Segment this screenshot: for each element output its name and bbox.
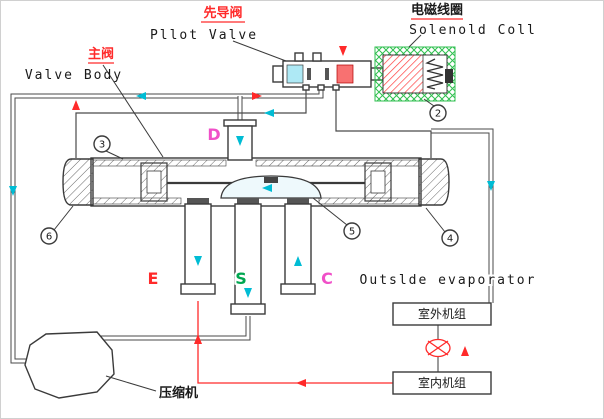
heat-arrow-up-e-riser <box>194 334 202 344</box>
flow-arrows-cool <box>9 92 495 298</box>
callout-4 <box>441 229 459 247</box>
slide-link <box>264 177 278 183</box>
pipe-suction <box>99 316 251 341</box>
coil-winding <box>382 54 424 94</box>
pilot-valve <box>272 52 384 91</box>
solenoid-coil <box>374 46 456 102</box>
cool-arrow-down-port-s <box>244 288 252 298</box>
indoor-unit-box: 室内机组 <box>392 371 492 395</box>
solenoid-label-en: Solenold Coll <box>409 23 537 38</box>
pilot-plunger <box>336 64 354 84</box>
port-c-label: C <box>321 269 333 288</box>
refrigerant-lines <box>197 301 439 384</box>
left-end-cap <box>62 158 94 206</box>
cool-arrow-down-left-riser <box>9 186 17 196</box>
solenoid-label-cn: 电磁线圈 <box>411 2 463 18</box>
heat-arrow-up-capillary <box>72 100 80 110</box>
capillary-tubes <box>75 87 432 158</box>
callout-2 <box>429 104 447 122</box>
left-piston <box>140 162 168 202</box>
pilot-valve-label-en: Pllot Valve <box>150 28 258 43</box>
callout-6 <box>40 227 58 245</box>
main-valve-label-cn: 主阀 <box>88 46 114 62</box>
svg-text:3: 3 <box>99 140 105 151</box>
main-valve-label-en: Valve Body <box>25 68 123 83</box>
pipe-network <box>10 89 494 364</box>
cool-arrow-down-port-e <box>194 256 202 266</box>
coil-spring <box>425 58 444 90</box>
svg-text:2: 2 <box>435 109 441 120</box>
labels: 先导阀 Pllot Valve 电磁线圈 Solenold Coll 主阀 Va… <box>25 2 537 401</box>
compressor <box>24 331 115 399</box>
port-d-label: D <box>207 125 220 144</box>
right-end-cap <box>418 158 450 206</box>
cool-arrow-capillary <box>264 109 274 117</box>
cool-arrow-left-top-pipe <box>136 92 146 100</box>
flow-arrows-heat <box>72 46 469 387</box>
cool-arrow-up-port-c <box>294 256 302 266</box>
callout-3 <box>93 135 111 153</box>
indoor-unit-label: 室内机组 <box>418 375 466 390</box>
heat-arrow-up-expansion <box>461 346 469 356</box>
main-valve-body <box>62 157 450 207</box>
coil-stud <box>445 69 453 83</box>
expansion-valve-symbol <box>425 338 451 358</box>
port-tube-c <box>280 203 316 295</box>
svg-text:6: 6 <box>46 232 52 243</box>
heat-arrow-down-pilot <box>339 46 347 56</box>
heat-arrow-left-indoor-line <box>296 379 306 387</box>
svg-text:5: 5 <box>349 227 355 238</box>
line-indoor-to-e <box>197 301 393 384</box>
cool-arrow-down-right-pipe <box>487 181 495 191</box>
pilot-valve-label-cn: 先导阀 <box>203 5 242 21</box>
heat-arrow-right-top-pipe <box>252 92 262 100</box>
pilot-cool-chamber <box>286 64 304 84</box>
cool-arrow-slide-dome <box>262 184 272 192</box>
outdoor-unit-box: 室外机组 <box>392 302 492 326</box>
callout-5 <box>343 222 361 240</box>
svg-text:4: 4 <box>447 234 453 245</box>
port-s-label: S <box>235 269 247 288</box>
port-e-label: E <box>148 269 159 288</box>
outdoor-unit-label: 室外机组 <box>418 306 466 321</box>
callouts: 2 3 4 5 6 <box>40 98 459 247</box>
compressor-label: 压缩机 <box>159 385 198 401</box>
cool-arrow-down-port-d <box>236 136 244 146</box>
port-tube-e <box>180 203 216 295</box>
outside-evaporator-label: Outslde evaporator <box>360 273 537 288</box>
